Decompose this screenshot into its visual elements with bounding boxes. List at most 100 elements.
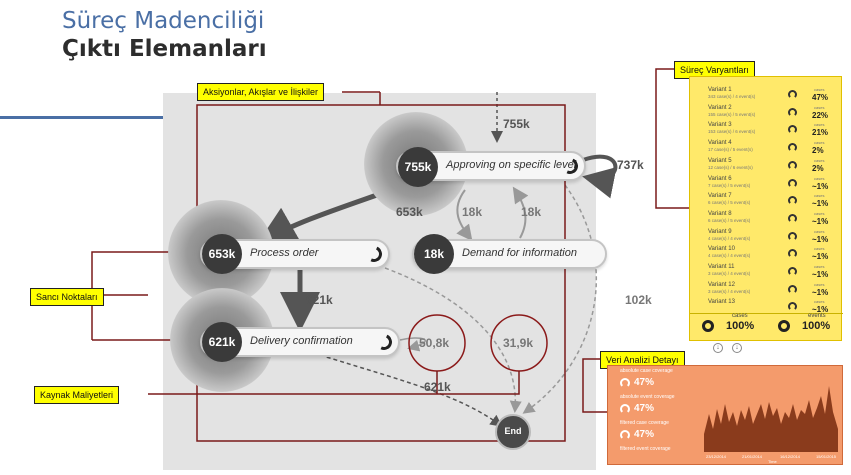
callout-bottlenecks: Sancı Noktaları (30, 288, 104, 306)
variant-ring-icon (788, 90, 797, 99)
variant-pct: ~1% (812, 305, 829, 315)
variant-pct: 2% (812, 146, 824, 156)
variant-pct: ~1% (812, 252, 829, 262)
variant-col-label: cases (814, 193, 825, 199)
variant-row[interactable]: Variant 13 cases~1% (690, 299, 843, 315)
progress-arc-icon (373, 331, 395, 353)
variant-stats: 6 case(s) / 5 event(s) (708, 217, 751, 223)
edge-delivery-loop (399, 337, 426, 352)
download-icon[interactable]: ↓ (713, 343, 723, 353)
footer-events-value: 100% (802, 320, 831, 332)
variant-col-label: cases (814, 264, 825, 269)
variant-ring-icon (788, 267, 797, 276)
footer-cases-value: 100% (726, 320, 755, 332)
variant-col-label: cases (814, 281, 825, 287)
variant-pct: 21% (812, 128, 829, 138)
variant-pct: ~1% (812, 287, 829, 297)
variant-ring-icon (788, 107, 797, 117)
variant-name: Variant 10 (708, 246, 735, 253)
variant-stats: 343 case(s) / 4 event(s) (708, 94, 756, 99)
variant-ring-icon (788, 231, 797, 241)
edge-label: 737k (617, 158, 644, 172)
variant-pct: 47% (812, 93, 829, 102)
variant-col-label: cases (814, 299, 825, 305)
variant-ring-icon (788, 160, 797, 170)
cost-value: 50,8k (419, 336, 450, 350)
callout-actions: Aksiyonlar, Akışlar ve İlişkiler (197, 83, 325, 101)
node-count: 653k (202, 234, 242, 274)
variant-ring-icon (788, 178, 797, 188)
edge-label: 18k (521, 205, 542, 219)
variant-ring-icon (788, 143, 797, 153)
variant-name: Variant 12 (708, 281, 735, 288)
download-icon[interactable]: ↓ (732, 343, 742, 353)
edge-label: 18k (462, 205, 483, 219)
coverage-ring-icon (620, 378, 630, 388)
callout-resource-costs: Kaynak Maliyetleri (34, 386, 120, 404)
variant-name: Variant 5 (708, 157, 732, 164)
variant-name: Variant 3 (708, 122, 732, 129)
edge-self-loop (582, 154, 618, 199)
variant-stats: 4 case(s) / 4 event(s) (708, 253, 751, 259)
variant-ring-icon (788, 196, 797, 206)
variant-col-label: cases (814, 228, 825, 234)
node-label: Demand for information (462, 247, 577, 259)
variant-col-label: cases (814, 175, 825, 181)
variant-pct: ~1% (812, 199, 829, 209)
footer-events-label: events (808, 313, 826, 319)
variant-stats: 153 case(s) / 6 event(s) (708, 129, 756, 135)
variant-name: Variant 4 (708, 140, 732, 147)
variant-pct: ~1% (812, 234, 829, 244)
variant-stats: 17 case(s) / 5 event(s) (708, 147, 753, 153)
variant-pct: ~1% (812, 216, 829, 226)
cases-ring-icon (702, 320, 714, 332)
variant-pct: ~1% (812, 181, 829, 191)
node-label: Process order (250, 247, 319, 259)
variant-col-label: cases (814, 246, 825, 252)
edge-delivery-to-end (319, 354, 503, 427)
variant-name: Variant 11 (708, 264, 735, 270)
events-ring-icon (778, 320, 790, 332)
edge-label: 621k (424, 380, 451, 394)
title-underline (0, 116, 165, 119)
coverage-ring-icon (620, 430, 630, 440)
variant-col-label: cases (814, 157, 825, 163)
divider (690, 313, 843, 314)
variant-name: Variant 6 (708, 175, 732, 182)
variant-col-label: cases (814, 122, 825, 128)
node-label: Approving on specific level (446, 159, 577, 171)
node-count: 755k (398, 147, 438, 187)
chart-x-axis: 23/12/2014 21/01/2014 16/12/2014 15/01/2… (706, 454, 837, 464)
footer-cases-label: cases (732, 313, 748, 319)
edge-demand-to-approve (512, 186, 529, 239)
variant-stats: 3 case(s) / 4 event(s) (708, 288, 751, 294)
slide-subtitle: Çıktı Elemanları (62, 36, 267, 62)
coverage-ring-icon (620, 404, 630, 414)
variant-col-label: cases (814, 210, 825, 216)
variant-stats: 3 case(s) / 4 event(s) (708, 271, 751, 276)
variant-name: Variant 7 (708, 193, 732, 200)
variant-ring-icon (788, 249, 797, 259)
variant-name: Variant 13 (708, 299, 735, 306)
edge-label: 755k (503, 117, 530, 131)
edge-approve-to-demand (456, 189, 473, 242)
end-node-label: End (504, 426, 522, 436)
progress-arc-icon (363, 243, 385, 265)
variant-ring-icon (788, 213, 797, 223)
variant-stats: 12 case(s) / 6 event(s) (708, 164, 753, 170)
variant-name: Variant 8 (708, 210, 732, 217)
variant-stats: 155 case(s) / 5 event(s) (708, 111, 756, 117)
